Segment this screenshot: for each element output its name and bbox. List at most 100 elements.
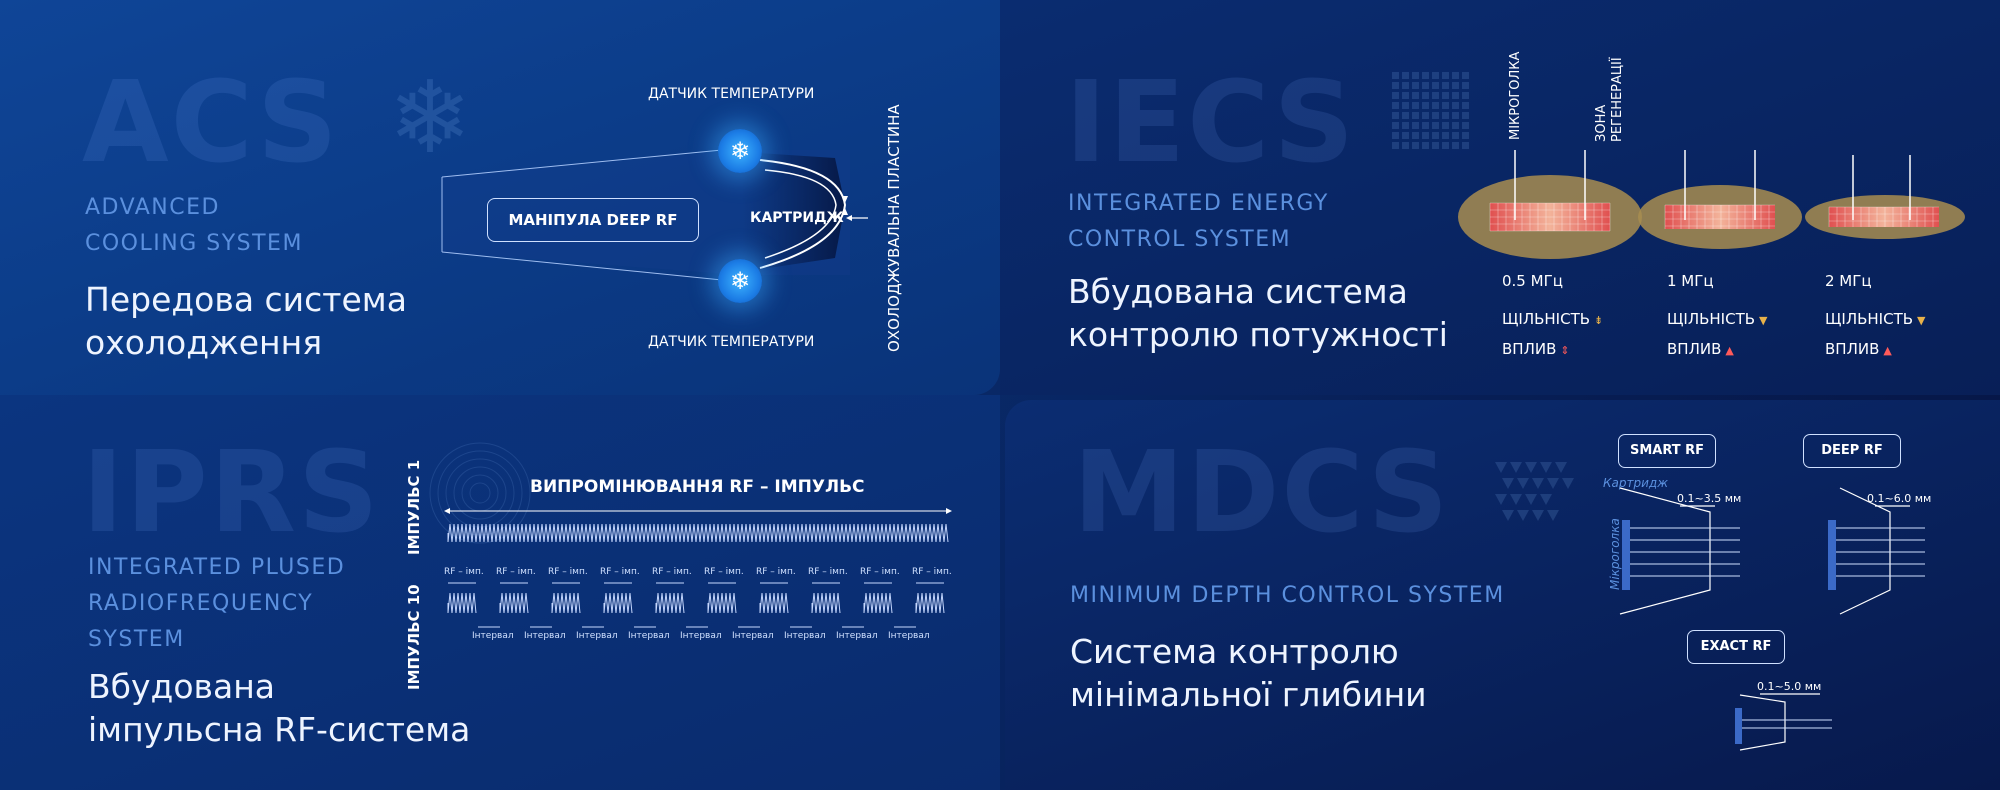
iprs-title-line-1: Вбудована <box>88 667 275 706</box>
interval-label: Інтервал <box>472 631 514 641</box>
rf-impulse-label: RF – імп. <box>704 567 744 577</box>
impact-up-icon: ▲ <box>1725 344 1734 357</box>
interval-label: Інтервал <box>732 631 774 641</box>
iprs-title-line-2: імпульсна RF-система <box>88 710 471 749</box>
interval-label: Інтервал <box>628 631 670 641</box>
rf-burst <box>811 592 841 614</box>
iecs-ghost-title: IECS <box>1065 58 1357 188</box>
microneedle-label: МІКРОГОЛКА <box>1508 51 1523 140</box>
handpiece-label: МАНІПУЛА DEEP RF <box>487 198 699 242</box>
impact-up-icon: ▲ <box>1883 344 1892 357</box>
interval-label: Інтервал <box>576 631 618 641</box>
interval-label: Інтервал <box>680 631 722 641</box>
density-0-5mhz: ЩІЛЬНІСТЬ⇟ <box>1502 310 1603 328</box>
acs-subtitle-line-2: COOLING SYSTEM <box>85 231 303 256</box>
plate-pointer-arrow <box>846 215 852 221</box>
flow-arrow-up <box>842 208 848 215</box>
rf-impulse-label: RF – імп. <box>496 567 536 577</box>
sensor-bottom-label: ДАТЧИК ТЕМПЕРАТУРИ <box>648 334 815 350</box>
snowflake-icon: ❄ <box>718 129 762 173</box>
regeneration-zone-label: ЗОНА <box>1594 105 1610 142</box>
cartridge-label: Картридж <box>1603 476 1669 490</box>
rf-impulse-label: RF – імп. <box>600 567 640 577</box>
impact-label: ВПЛИВ <box>1667 340 1722 358</box>
interval-label: Інтервал <box>524 631 566 641</box>
iecs-title-line-1: Вбудована система <box>1068 272 1408 311</box>
interval-label: Інтервал <box>784 631 826 641</box>
iprs-title: Вбудована імпульсна RF-система <box>88 665 470 751</box>
density-label: ЩІЛЬНІСТЬ <box>1825 310 1914 328</box>
freq-2mhz: 2 МГц <box>1825 272 1872 290</box>
needle-lines <box>1514 150 1911 220</box>
rf-impulse-label: RF – імп. <box>444 567 484 577</box>
deep-rf-tag: DEEP RF <box>1803 434 1901 468</box>
exact-depth-label: 0.1~5.0 мм <box>1757 680 1822 693</box>
handpiece-bottom-edge <box>441 251 723 281</box>
snowflake-icon: ❄ <box>388 59 472 176</box>
cooling-plate-label: ОХОЛОДЖУВАЛЬНА ПЛАСТИНА <box>885 104 903 352</box>
grid-icon <box>1392 72 1469 149</box>
pulse-10-label: ІМПУЛЬС 10 <box>405 584 423 690</box>
burst-waves <box>447 592 945 614</box>
impact-up-icon: ⇕ <box>1560 344 1570 357</box>
triangle-pattern-icon <box>1495 462 1574 521</box>
freq-0-5mhz: 0.5 МГц <box>1502 272 1563 290</box>
exact-cartridge-plate <box>1735 708 1742 744</box>
impact-0-5mhz: ВПЛИВ⇕ <box>1502 340 1570 358</box>
acs-diagram-lines <box>441 149 868 281</box>
acs-subtitle-line-1: ADVANCED <box>85 195 220 220</box>
mdcs-panel: MDCS MINIMUM DEPTH CONTROL SYSTEM Систем… <box>1005 400 2000 790</box>
rf-impulse-label: RF – імп. <box>652 567 692 577</box>
exact-cartridge-outline <box>1739 694 1786 751</box>
density-label: ЩІЛЬНІСТЬ <box>1502 310 1591 328</box>
needle-lines <box>1630 527 1925 729</box>
rf-burst <box>447 592 477 614</box>
rf-burst <box>759 592 789 614</box>
regen-label-line-1: ЗОНА <box>1594 104 1609 142</box>
impact-2mhz: ВПЛИВ▲ <box>1825 340 1892 358</box>
sensor-top-label: ДАТЧИК ТЕМПЕРАТУРИ <box>648 86 815 102</box>
continuous-wave-path <box>447 523 949 543</box>
rf-burst <box>603 592 633 614</box>
emission-arrow-left <box>444 508 450 514</box>
mdcs-subtitle: MINIMUM DEPTH CONTROL SYSTEM <box>1070 583 1505 608</box>
smart-rf-tag: SMART RF <box>1618 434 1716 468</box>
acs-title: Передова система охолодження <box>85 278 407 364</box>
rf-impulse-label: RF – імп. <box>808 567 848 577</box>
depth-diagrams <box>1619 487 1925 751</box>
acs-title-line-2: охолодження <box>85 323 323 362</box>
exact-rf-tag: EXACT RF <box>1687 630 1785 664</box>
rf-impulse-label: RF – імп. <box>548 567 588 577</box>
acs-ghost-title: ACS <box>82 58 340 188</box>
acs-title-line-1: Передова система <box>85 280 407 319</box>
iprs-subtitle-line-1: INTEGRATED PLUSED <box>88 555 346 580</box>
rf-impulse-label: RF – імп. <box>756 567 796 577</box>
rf-emission-label: ВИПРОМІНЮВАННЯ RF – ІМПУЛЬС <box>530 477 865 497</box>
impact-1mhz: ВПЛИВ▲ <box>1667 340 1734 358</box>
iprs-ghost-title: IPRS <box>82 428 381 558</box>
smart-depth-label: 0.1~3.5 мм <box>1677 492 1742 505</box>
density-1mhz: ЩІЛЬНІСТЬ▼ <box>1667 310 1768 328</box>
cartridge-label: КАРТРИДЖ <box>750 210 844 226</box>
acs-panel: ACS ❄ ADVANCED COOLING SYSTEM Передова с… <box>0 0 1000 395</box>
deep-cartridge-plate <box>1828 520 1836 590</box>
iecs-subtitle-line-2: CONTROL SYSTEM <box>1068 227 1292 252</box>
iprs-subtitle-line-2: RADIOFREQUENCY <box>88 591 314 616</box>
heat-band-1mhz <box>1665 205 1775 229</box>
iprs-panel: IPRS INTEGRATED PLUSED RADIOFREQUENCY SY… <box>0 395 1000 790</box>
rf-waveforms <box>444 508 952 628</box>
rf-burst <box>863 592 893 614</box>
heat-band-2mhz <box>1829 207 1939 227</box>
snowflake-icon: ❄ <box>718 259 762 303</box>
coolant-path-inner <box>764 169 837 259</box>
mdcs-ghost-title: MDCS <box>1073 428 1451 558</box>
flow-arrow-down <box>842 196 848 203</box>
energy-zones <box>1458 150 1965 259</box>
iecs-title: Вбудована система контролю потужності <box>1068 270 1448 356</box>
interval-label: Інтервал <box>836 631 878 641</box>
impact-label: ВПЛИВ <box>1825 340 1880 358</box>
acs-subtitle: ADVANCED COOLING SYSTEM <box>85 190 303 262</box>
handpiece-top-edge <box>441 149 723 178</box>
iecs-subtitle-line-1: INTEGRATED ENERGY <box>1068 191 1329 216</box>
density-down-icon: ▼ <box>1759 314 1768 327</box>
